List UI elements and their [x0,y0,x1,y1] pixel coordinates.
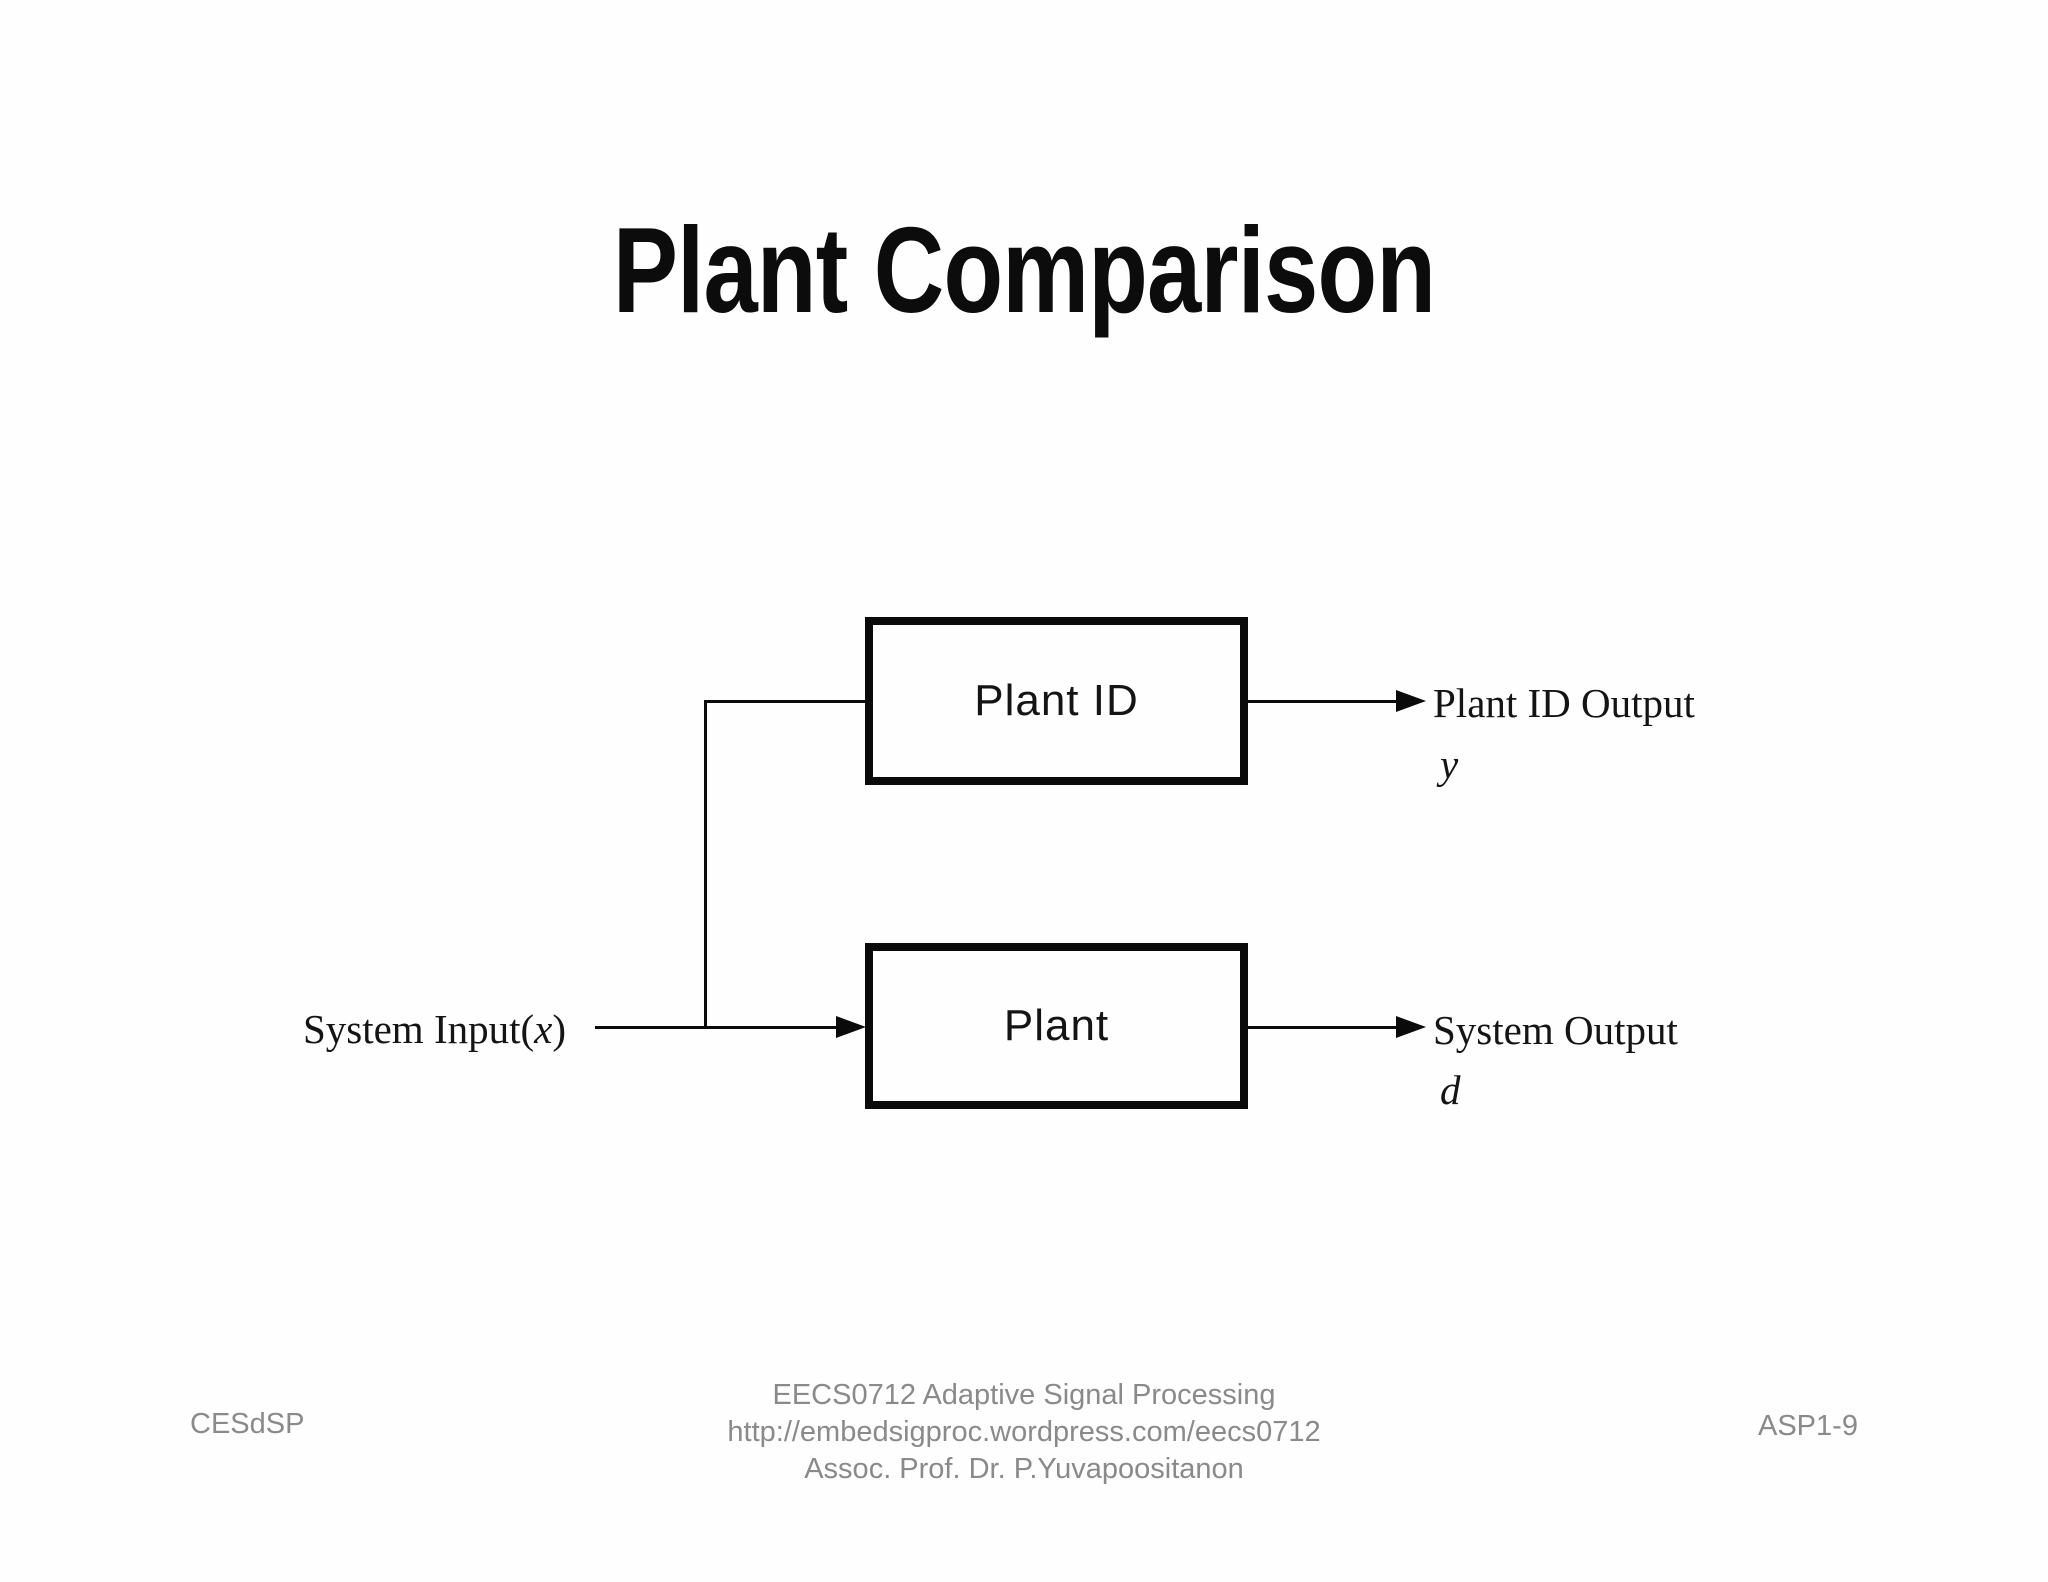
block-plant-label: Plant [1003,1001,1110,1050]
wire-plant-id-output [1246,700,1400,703]
wire-system-output [1246,1026,1400,1029]
plant-id-output-label: Plant ID Output [1433,680,1695,726]
footer-right-slide-number: ASP1-9 [1758,1410,1858,1442]
wire-system-input [595,1026,840,1029]
block-plant: Plant [865,943,1248,1109]
wire-branch-vertical [704,700,707,1029]
footer-center-line-3: Assoc. Prof. Dr. P.Yuvapoositanon [804,1453,1244,1485]
footer-center-line-1: EECS0712 Adaptive Signal Processing [772,1379,1276,1411]
block-plant-id: Plant ID [865,617,1248,785]
system-input-symbol-x: x [534,1006,553,1052]
system-input-label-suffix: ) [552,1006,566,1052]
system-input-label: System Input(x) [200,1005,566,1053]
footer-center-line-2: http://embedsigproc.wordpress.com/eecs07… [727,1416,1321,1448]
arrowhead-system-output-icon [1396,1016,1426,1038]
footer-center-block: EECS0712 Adaptive Signal Processing http… [524,1377,1524,1488]
page-title: Plant Comparison [612,202,1436,338]
system-output-label: System Output [1433,1007,1678,1053]
system-input-label-prefix: System Input( [302,1006,535,1052]
arrowhead-plant-input-icon [836,1016,866,1038]
wire-branch-to-plant-id [704,700,865,703]
block-plant-id-label: Plant ID [974,676,1139,725]
system-output-symbol-d: d [1440,1067,1461,1113]
footer-left-text: CESdSP [190,1408,305,1440]
plant-id-output-symbol-y: y [1440,741,1459,787]
arrowhead-plant-id-output-icon [1396,690,1426,712]
